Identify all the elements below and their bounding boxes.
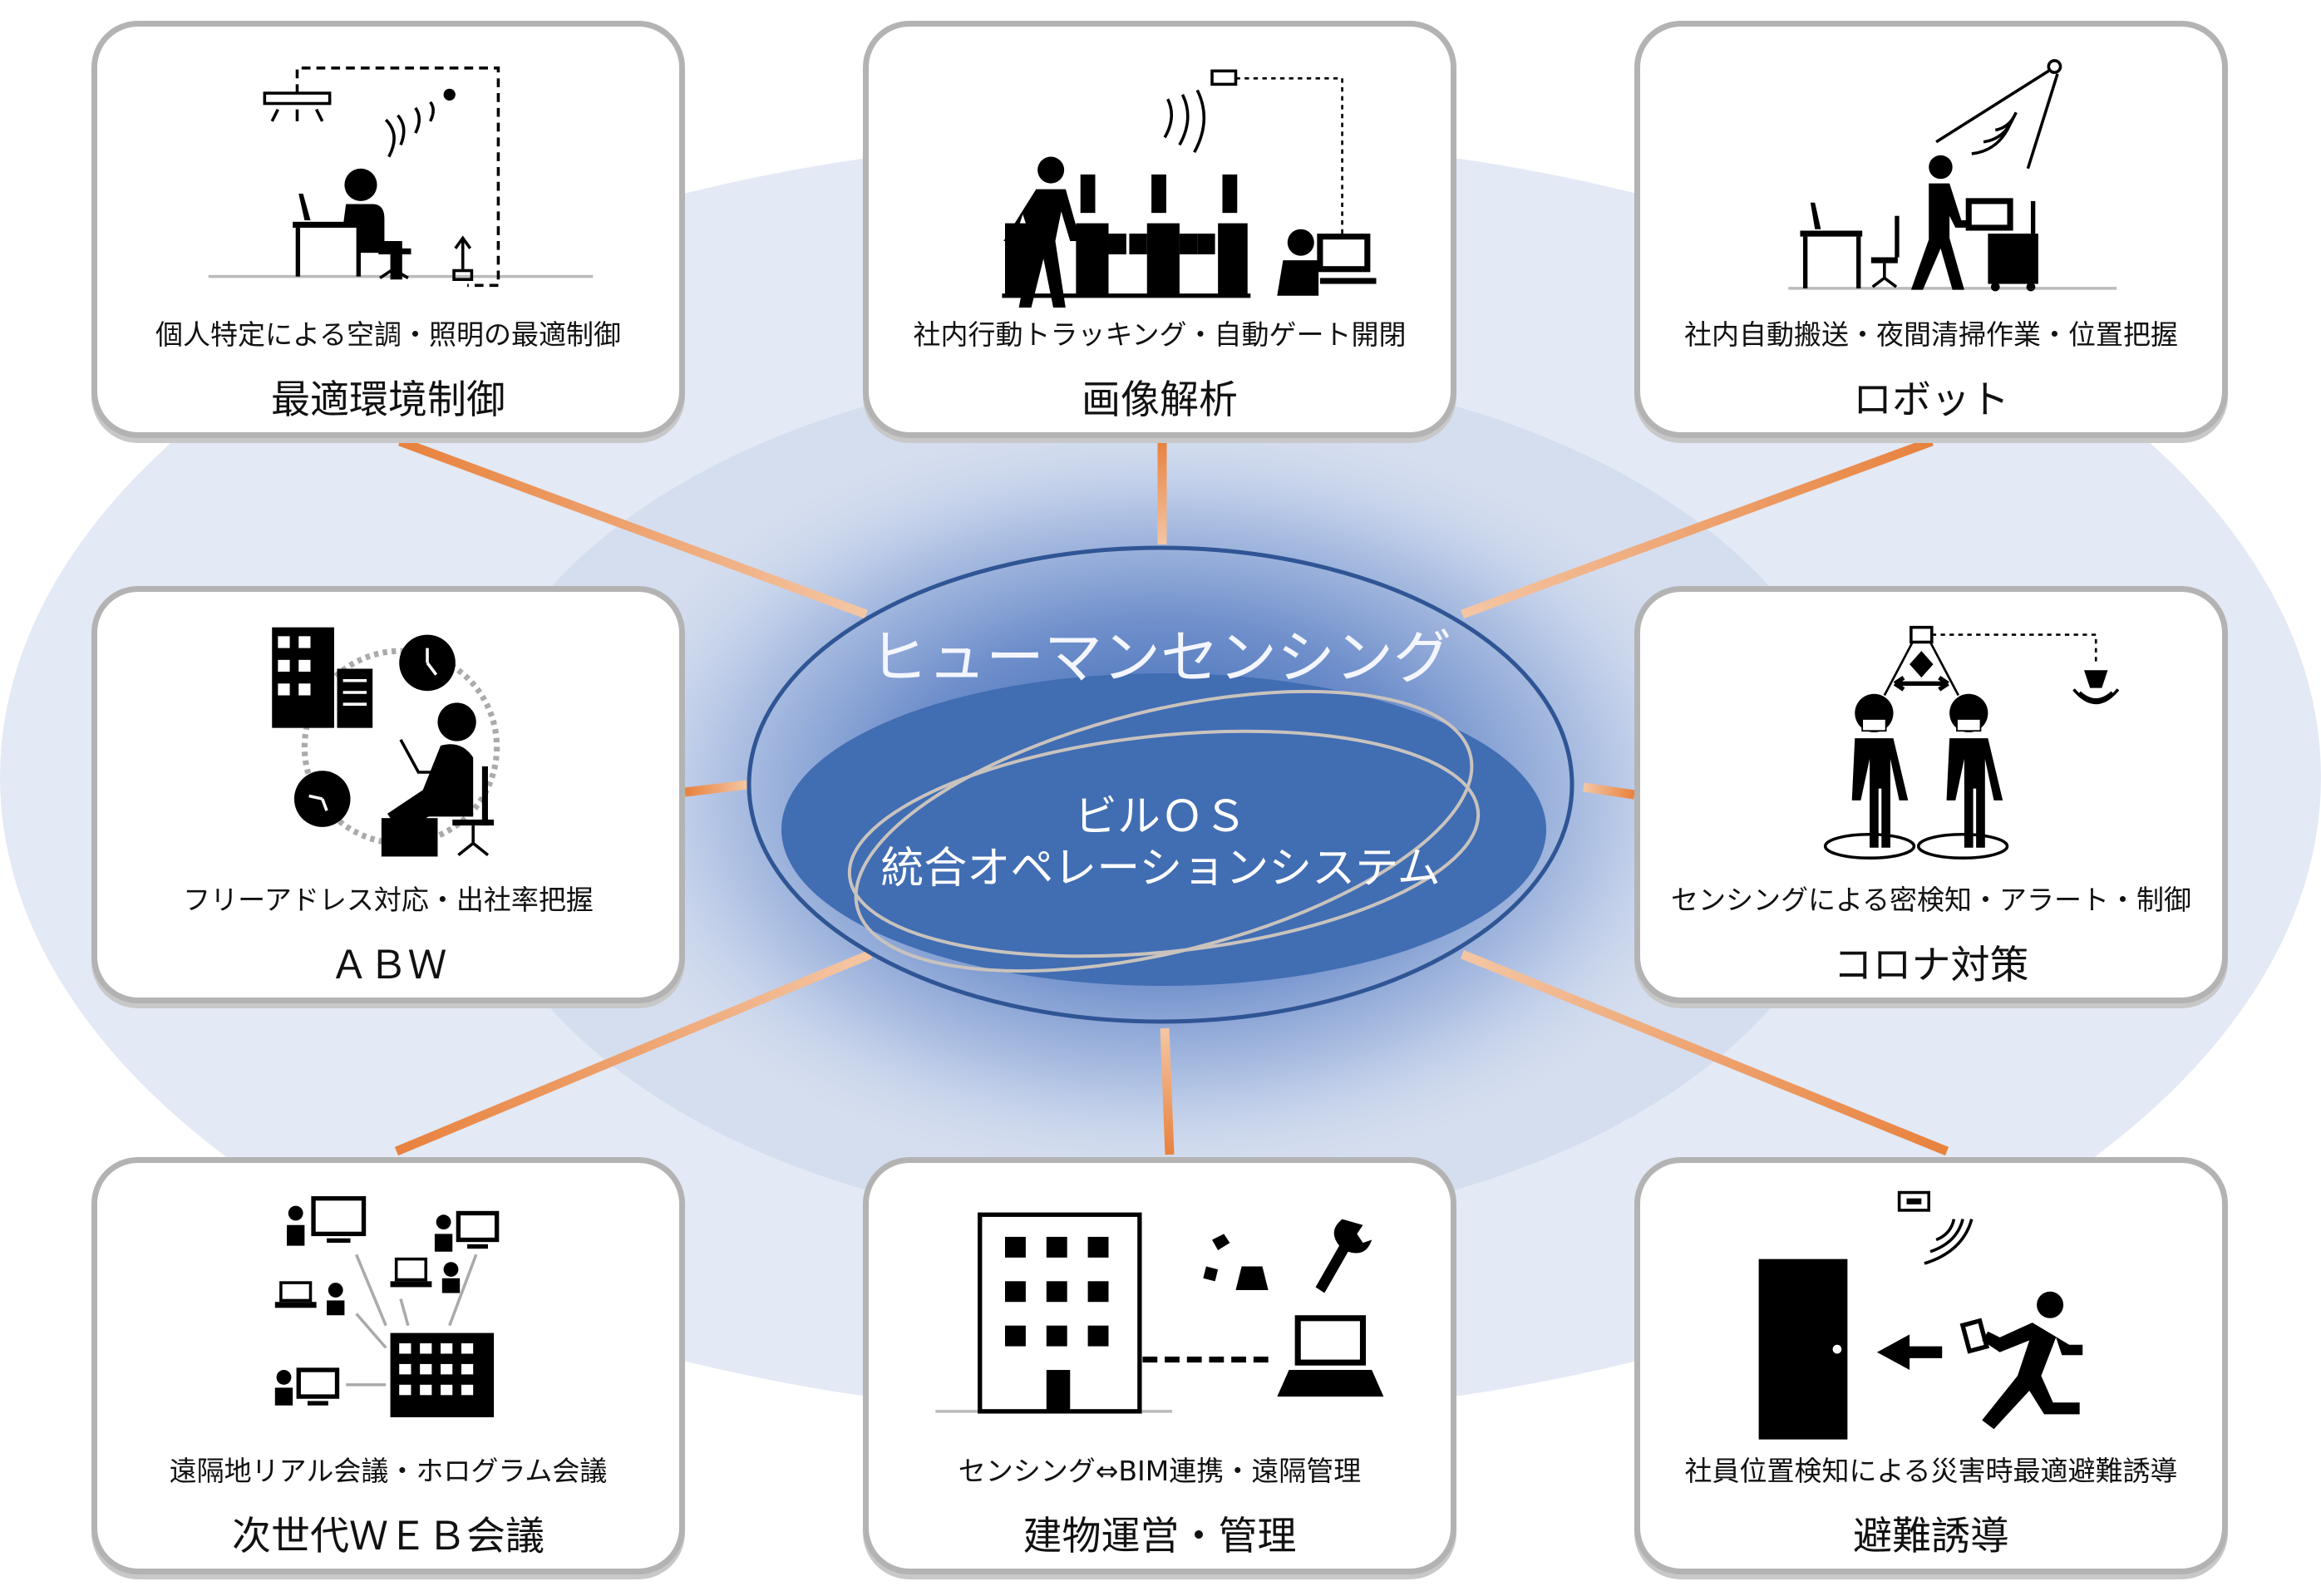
connector-line-web-meeting — [394, 949, 873, 1156]
box-subtitle: センシングによる密検知・アラート・制御 — [1670, 884, 2191, 916]
integrated-operation-system-label: 統合オペレーションシステム — [880, 844, 1441, 894]
connector-line-covid — [1583, 782, 1635, 800]
box-subtitle: 遠隔地リアル会議・ホログラム会議 — [169, 1455, 608, 1487]
box-title: ロボット — [1853, 377, 2009, 423]
building-maintenance-icon — [935, 1212, 1384, 1414]
connector-line-environment — [398, 436, 868, 619]
building-os-label: ビルＯＳ — [1073, 792, 1247, 842]
box-title: 次世代ＷＥＢ会議 — [232, 1514, 545, 1559]
human-sensing-ring — [747, 545, 1574, 1024]
emergency-exit-icon — [1758, 1190, 2083, 1440]
box-optimal-environment-control: 個人特定による空調・照明の最適制御 最適環境制御 — [91, 21, 685, 438]
box-abw: フリーアドレス対応・出社率把握 ＡＢＷ — [91, 586, 685, 1003]
box-title: 避難誘導 — [1853, 1514, 2009, 1559]
air-conditioning-icon — [208, 66, 594, 288]
box-subtitle: 社内自動搬送・夜間清掃作業・位置把握 — [1684, 318, 2178, 351]
box-title: 画像解析 — [1082, 377, 1238, 423]
social-distancing-icon — [1823, 625, 2120, 860]
orbit-ring-2 — [847, 729, 1481, 958]
box-subtitle: 社内行動トラッキング・自動ゲート開閉 — [913, 318, 1407, 351]
human-sensing-title: ヒューマンセンシング — [870, 623, 1451, 692]
building-os-core — [781, 673, 1546, 986]
box-subtitle: 個人特定による空調・照明の最適制御 — [155, 318, 621, 351]
box-title: コロナ対策 — [1833, 943, 2029, 988]
box-title: ＡＢＷ — [329, 943, 447, 988]
box-subtitle: センシング⇔BIM連携・遠隔管理 — [958, 1455, 1362, 1487]
security-gate-icon — [1002, 69, 1377, 308]
box-next-gen-web-meeting: 遠隔地リアル会議・ホログラム会議 次世代ＷＥＢ会議 — [91, 1157, 685, 1574]
box-evacuation-guidance: 社員位置検知による災害時最適避難誘導 避難誘導 — [1634, 1157, 2228, 1574]
box-building-management: センシング⇔BIM連携・遠隔管理 建物運営・管理 — [863, 1157, 1456, 1574]
remote-meeting-icon — [274, 1196, 500, 1417]
box-title: 最適環境制御 — [271, 377, 505, 423]
box-robot: 社内自動搬送・夜間清掃作業・位置把握 ロボット — [1634, 21, 2228, 438]
box-image-analysis: 社内行動トラッキング・自動ゲート開閉 画像解析 — [863, 21, 1456, 438]
box-covid-measures: センシングによる密検知・アラート・制御 コロナ対策 — [1634, 586, 2228, 1003]
connector-line-abw — [684, 780, 748, 797]
connector-line-building-management — [1160, 1027, 1175, 1155]
free-address-icon — [272, 627, 500, 857]
robot-delivery-icon — [1788, 59, 2117, 292]
connector-line-robot — [1461, 436, 1934, 619]
connector-lines — [394, 436, 1949, 1156]
box-subtitle: フリーアドレス対応・出社率把握 — [183, 884, 594, 916]
connector-line-evacuation — [1460, 949, 1949, 1156]
remote-user — [287, 1196, 367, 1246]
box-subtitle: 社員位置検知による災害時最適避難誘導 — [1684, 1455, 2178, 1487]
box-title: 建物運営・管理 — [1023, 1514, 1297, 1559]
